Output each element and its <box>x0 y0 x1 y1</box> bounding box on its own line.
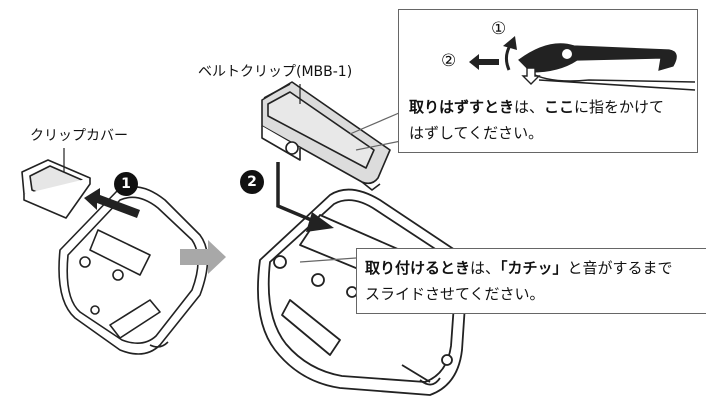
step-2-number: 2 <box>247 174 257 190</box>
remove-note-bold-a: 取りはずすとき <box>409 98 515 116</box>
step-1-number: 1 <box>121 176 131 192</box>
step-1-badge: 1 <box>114 172 138 196</box>
attach-note-box: 取り付けるときは、「カチッ」と音がするまで スライドさせてください。 <box>356 248 706 314</box>
remove-note-line1: 取りはずすときは、ここに指をかけて <box>409 94 664 120</box>
clip-cover-part <box>21 159 91 219</box>
belt-clip-label: ベルトクリップ(MBB-1) <box>198 64 353 80</box>
slide-arrow-1 <box>84 188 140 218</box>
remove-callout-line-b <box>355 139 407 151</box>
attach-note-line1: 取り付けるときは、「カチッ」と音がするまで <box>365 255 673 281</box>
remove-note-box: ① ② 取りはずすときは、ここに指をかけて はずしてください。 <box>398 9 698 153</box>
attach-note-bold-a: 取り付けるとき <box>365 259 471 277</box>
clip-cover-label: クリップカバー <box>30 128 128 144</box>
attach-note-bold-b: 「カチッ」 <box>500 259 568 277</box>
remove-callout-line-a <box>349 109 407 135</box>
next-step-arrow <box>180 240 226 274</box>
step-2-badge: 2 <box>240 170 264 194</box>
release-latch-drawing <box>469 36 696 91</box>
attach-note-line2: スライドさせてください。 <box>365 285 545 303</box>
remove-note-mid: は、 <box>514 98 545 116</box>
remove-note-end: に指をかけて <box>574 98 665 116</box>
remove-note-line2: はずしてください。 <box>409 124 544 142</box>
release-step-2: ② <box>441 51 457 71</box>
slide-arrow-2 <box>276 162 334 232</box>
belt-clip-part <box>261 81 391 191</box>
attach-note-mid: は、 <box>470 259 501 277</box>
release-step-1: ① <box>491 19 507 39</box>
attach-note-end: と音がするまで <box>567 259 673 277</box>
remove-note-bold-b: ここ <box>544 98 575 116</box>
attach-callout-line <box>299 257 357 263</box>
radio-left <box>58 185 209 355</box>
